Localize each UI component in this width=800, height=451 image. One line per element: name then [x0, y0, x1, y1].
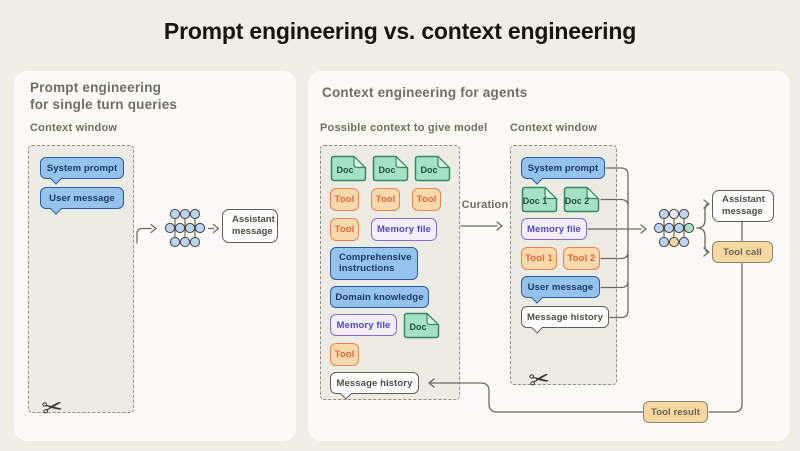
tool-chip: Tool	[412, 188, 441, 211]
svg-text:Doc: Doc	[420, 165, 437, 175]
domain-knowledge-chip: Domain knowledge	[330, 286, 429, 308]
model-icon	[164, 208, 206, 248]
tool-chip: Tool	[330, 343, 359, 366]
tool-chip: Tool	[330, 218, 359, 241]
left-context-window-label: Context window	[30, 122, 118, 134]
doc-chip: Doc	[330, 155, 367, 182]
left-context-window-box	[28, 145, 134, 413]
tool-chip: Tool	[330, 188, 359, 211]
comprehensive-instructions-chip: Comprehensive instructions	[330, 247, 418, 280]
curation-label: Curation	[461, 199, 509, 211]
system-prompt-chip: System prompt	[40, 157, 124, 179]
doc-chip: Doc 2	[563, 186, 600, 213]
doc-chip: Doc	[372, 155, 409, 182]
scissors-icon: ✂	[527, 364, 552, 396]
memory-file-chip: Memory file	[371, 218, 437, 241]
possible-context-label: Possible context to give model	[320, 122, 488, 134]
assistant-message-box: Assistant message	[712, 190, 774, 222]
scissors-icon: ✂	[40, 392, 65, 424]
message-history-chip: Message history	[330, 372, 419, 394]
tool-chip: Tool	[371, 188, 400, 211]
system-prompt-chip: System prompt	[521, 157, 605, 179]
assistant-message-box: Assistant message	[222, 209, 278, 243]
doc-chip: Doc	[414, 155, 451, 182]
tool-call-box: Tool call	[712, 241, 773, 263]
tool-chip: Tool 2	[563, 247, 600, 270]
message-history-chip: Message history	[521, 306, 609, 328]
svg-text:Doc: Doc	[378, 165, 395, 175]
user-message-chip: User message	[521, 276, 600, 298]
svg-text:Doc: Doc	[336, 165, 353, 175]
tool-result-box: Tool result	[643, 401, 708, 423]
memory-file-chip: Memory file	[330, 314, 397, 336]
model-icon	[653, 208, 695, 248]
right-panel-heading: Context engineering for agents	[322, 85, 528, 100]
memory-file-chip: Memory file	[521, 218, 587, 240]
tool-chip: Tool 1	[521, 247, 557, 270]
right-context-window-label: Context window	[510, 122, 598, 134]
left-panel-heading: Prompt engineering for single turn queri…	[30, 80, 178, 112]
user-message-chip: User message	[40, 187, 124, 209]
doc-chip: Doc	[403, 312, 440, 339]
svg-text:Doc 1: Doc 1	[523, 196, 548, 206]
doc-chip: Doc 1	[521, 186, 558, 213]
svg-text:Doc: Doc	[409, 322, 426, 332]
page-title: Prompt engineering vs. context engineeri…	[163, 18, 637, 44]
svg-text:Doc 2: Doc 2	[565, 196, 590, 206]
